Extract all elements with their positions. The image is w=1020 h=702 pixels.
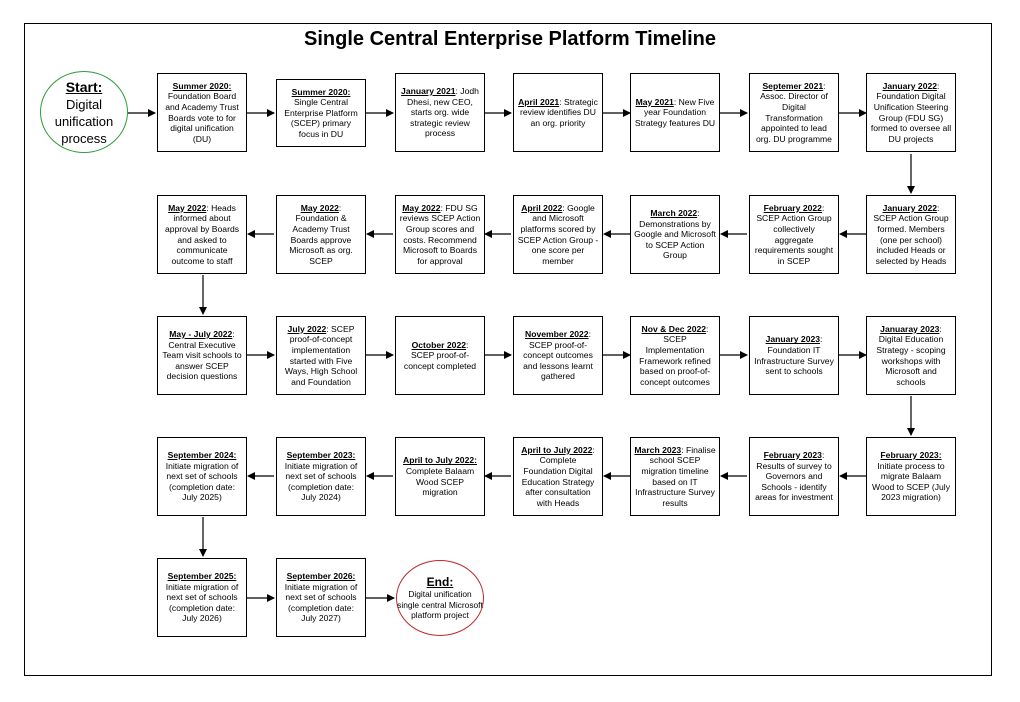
timeline-step: May 2021: New Five year Foundation Strat… — [630, 73, 720, 152]
step-text: : SCEP proof-of-concept implementation s… — [284, 323, 358, 387]
step-date: April to July 2022 — [521, 444, 593, 455]
end-node: End: Digital unification single central … — [396, 560, 484, 636]
step-date: September 2025: — [167, 571, 237, 582]
step-date: October 2022 — [411, 339, 467, 350]
step-text: : FDU SG reviews SCEP Action Group score… — [399, 202, 481, 266]
step-date: September 2023: — [286, 450, 356, 461]
step-text: Complete Balaam Wood SCEP migration — [405, 465, 475, 498]
step-text: : Jodh Dhesi, new CEO, starts org. wide … — [407, 86, 479, 139]
diagram-frame — [24, 23, 992, 676]
step-text: : Strategic review identifies DU an org.… — [520, 96, 598, 128]
timeline-step: Nov & Dec 2022: SCEP Implementation Fram… — [630, 316, 720, 395]
step-date: March 2023 — [634, 444, 682, 455]
step-date: November 2022 — [525, 329, 589, 340]
timeline-step: April 2021: Strategic review identifies … — [513, 73, 603, 152]
step-text: : Google and Microsoft platforms scored … — [517, 202, 599, 266]
step-date: Januaray 2023 — [880, 323, 940, 334]
step-date: May 2022 — [168, 202, 207, 213]
step-text: Initiate migration of next set of school… — [165, 460, 239, 503]
timeline-step: May - July 2022: Central Executive Team … — [157, 316, 247, 395]
timeline-step: May 2022: FDU SG reviews SCEP Action Gro… — [395, 195, 485, 274]
step-text: Initiate process to migrate Balaam Wood … — [871, 460, 950, 503]
step-date: April 2022 — [521, 202, 563, 213]
timeline-step: September 2024: Initiate migration of ne… — [157, 437, 247, 516]
step-date: January 2023 — [765, 334, 821, 345]
timeline-step: January 2023: Foundation IT Infrastructu… — [749, 316, 839, 395]
timeline-step: April to July 2022: Complete Foundation … — [513, 437, 603, 516]
diagram-title: Single Central Enterprise Platform Timel… — [304, 28, 716, 50]
step-date: February 2023: — [880, 450, 942, 461]
step-date: Nov & Dec 2022 — [641, 323, 707, 334]
step-date: Summer 2020: — [172, 80, 232, 91]
step-text: : Digital Education Strategy - scoping w… — [876, 323, 946, 387]
step-text: : Demonstrations by Google and Microsoft… — [634, 208, 716, 261]
timeline-step: May 2022: Foundation & Academy Trust Boa… — [276, 195, 366, 274]
step-text: : Foundation Digital Unification Steerin… — [870, 80, 952, 144]
step-text: : Central Executive Team visit schools t… — [162, 329, 242, 382]
step-date: May 2021 — [635, 96, 674, 107]
step-text: Initiate migration of next set of school… — [284, 460, 358, 503]
step-text: Foundation Board and Academy Trust Board… — [165, 91, 239, 144]
start-heading: Start: — [65, 78, 103, 95]
timeline-step: November 2022: SCEP proof-of-concept out… — [513, 316, 603, 395]
step-date: Septemer 2021 — [762, 80, 824, 91]
timeline-step: April 2022: Google and Microsoft platfor… — [513, 195, 603, 274]
timeline-step: September 2025: Initiate migration of ne… — [157, 558, 247, 637]
step-date: April to July 2022: — [402, 455, 478, 466]
timeline-step: March 2022: Demonstrations by Google and… — [630, 195, 720, 274]
timeline-step: September 2026: Initiate migration of ne… — [276, 558, 366, 637]
step-date: May 2022 — [300, 202, 339, 213]
step-text: : SCEP proof-of-concept completed — [403, 339, 477, 371]
timeline-step: October 2022: SCEP proof-of-concept comp… — [395, 316, 485, 395]
step-date: January 2021 — [401, 86, 456, 97]
step-text: Initiate migration of next set of school… — [284, 581, 358, 624]
step-date: January 2022 — [882, 202, 938, 213]
step-date: July 2022 — [287, 323, 327, 334]
step-date: September 2026: — [286, 571, 356, 582]
step-date: January 2022 — [882, 80, 938, 91]
start-node: Start: Digital unification process — [40, 71, 128, 153]
timeline-step: Summer 2020: Single Central Enterprise P… — [276, 79, 366, 147]
timeline-step: April to July 2022: Complete Balaam Wood… — [395, 437, 485, 516]
start-text: Digital unification process — [54, 96, 114, 146]
timeline-step: Summer 2020: Foundation Board and Academ… — [157, 73, 247, 152]
step-text: : Assoc. Director of Digital Transformat… — [756, 80, 832, 144]
step-text: : Foundation & Academy Trust Boards appr… — [289, 202, 353, 266]
step-date: April 2021 — [518, 96, 560, 107]
step-text: : SCEP proof-of-concept outcomes and les… — [523, 329, 593, 382]
step-date: Summer 2020: — [291, 86, 351, 97]
timeline-step: February 2022: SCEP Action Group collect… — [749, 195, 839, 274]
step-text: : Heads informed about approval by Board… — [164, 202, 240, 266]
end-heading: End: — [426, 575, 454, 590]
end-text: Digital unification single central Micro… — [397, 589, 483, 621]
step-text: : SCEP Implementation Framework refined … — [639, 323, 711, 387]
timeline-step: Septemer 2021: Assoc. Director of Digita… — [749, 73, 839, 152]
step-text: Initiate migration of next set of school… — [165, 581, 239, 624]
timeline-step: January 2021: Jodh Dhesi, new CEO, start… — [395, 73, 485, 152]
step-date: February 2023 — [763, 450, 822, 461]
timeline-step: March 2023: Finalise school SCEP migrati… — [630, 437, 720, 516]
step-date: February 2022 — [763, 202, 822, 213]
step-date: March 2022 — [650, 208, 698, 219]
timeline-step: Januaray 2023: Digital Education Strateg… — [866, 316, 956, 395]
step-text: : Results of survey to Governors and Sch… — [755, 450, 833, 503]
step-text: : New Five year Foundation Strategy feat… — [634, 96, 716, 128]
timeline-step: May 2022: Heads informed about approval … — [157, 195, 247, 274]
step-date: May 2022 — [402, 202, 441, 213]
step-text: Single Central Enterprise Platform (SCEP… — [284, 97, 358, 139]
step-date: September 2024: — [167, 450, 237, 461]
timeline-step: February 2023: Initiate process to migra… — [866, 437, 956, 516]
step-text: : SCEP Action Group collectively aggrega… — [754, 202, 834, 266]
step-text: : Complete Foundation Digital Education … — [521, 444, 595, 508]
timeline-step: January 2022: SCEP Action Group formed. … — [866, 195, 956, 274]
timeline-step: July 2022: SCEP proof-of-concept impleme… — [276, 316, 366, 395]
timeline-step: February 2023: Results of survey to Gove… — [749, 437, 839, 516]
timeline-step: January 2022: Foundation Digital Unifica… — [866, 73, 956, 152]
timeline-step: September 2023: Initiate migration of ne… — [276, 437, 366, 516]
step-text: : Foundation IT Infrastructure Survey se… — [754, 334, 834, 377]
step-text: : SCEP Action Group formed. Members (one… — [873, 202, 949, 266]
step-text: : Finalise school SCEP migration timelin… — [635, 444, 716, 508]
step-date: May - July 2022 — [169, 329, 233, 340]
